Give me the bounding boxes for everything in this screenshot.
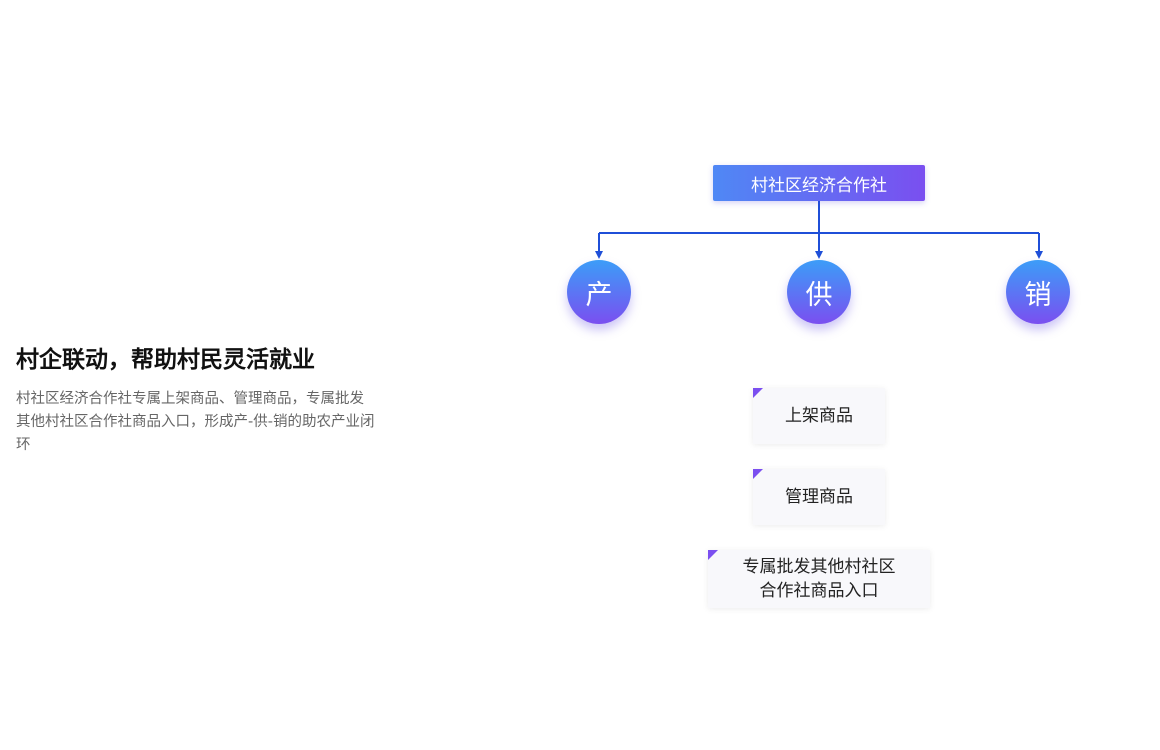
card-corner-mark (753, 388, 763, 398)
root-node: 村社区经济合作社 (713, 165, 925, 201)
node-supply: 供 (787, 260, 851, 324)
card-label-line2: 合作社商品入口 (759, 581, 879, 601)
node-sales: 销 (1006, 260, 1070, 324)
section-heading: 村企联动，帮助村民灵活就业 (16, 347, 315, 373)
card-label: 管理商品 (785, 487, 853, 507)
card-corner-mark (753, 469, 763, 479)
section-description: 村社区经济合作社专属上架商品、管理商品，专属批发其他村社区合作社商品入口，形成产… (16, 391, 375, 453)
node-production: 产 (567, 260, 631, 324)
card-label-line1: 专属批发其他村社区 (742, 557, 896, 577)
card-wholesale-entry: 专属批发其他村社区 合作社商品入口 (708, 550, 930, 608)
card-list-products: 上架商品 (753, 388, 885, 444)
card-label: 上架商品 (785, 406, 853, 426)
card-manage-products: 管理商品 (753, 469, 885, 525)
card-corner-mark (708, 550, 718, 560)
